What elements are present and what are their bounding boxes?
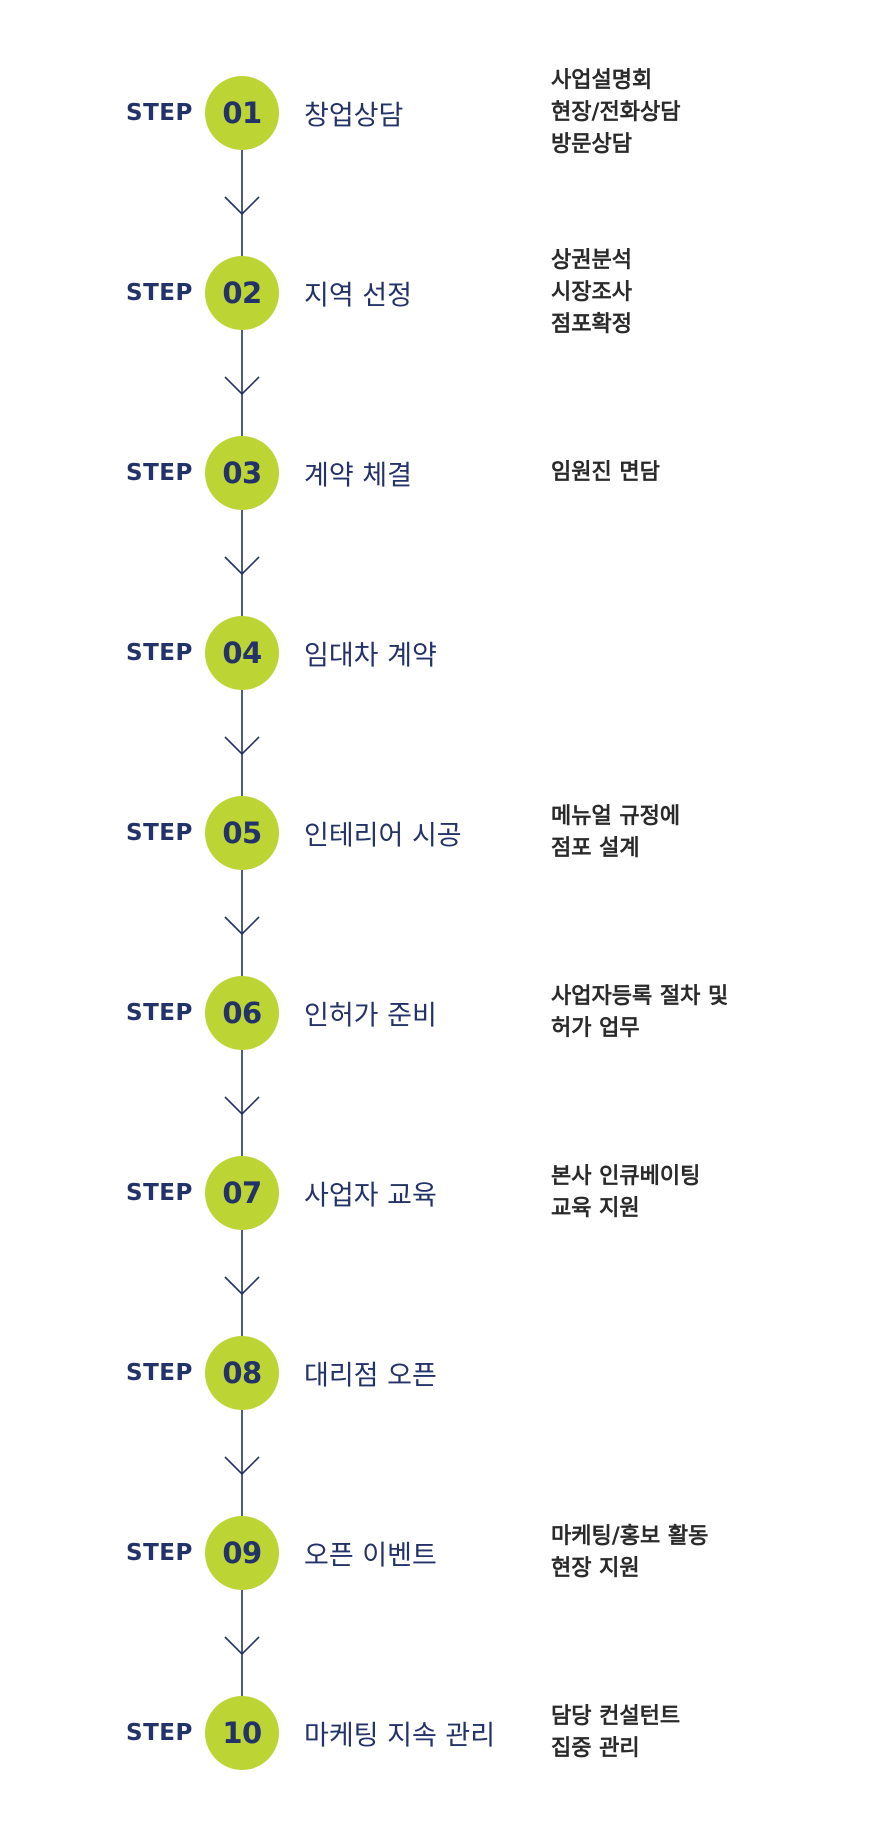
step-detail-line: 방문상담: [551, 132, 632, 157]
step-detail-line: 본사 인큐베이팅: [551, 1164, 701, 1189]
step-row: STEP 04 임대차 계약: [0, 615, 872, 691]
step-detail-line: 임원진 면담: [551, 460, 660, 485]
step-detail-line: 시장조사: [551, 280, 632, 305]
step-details: 임원진 면담: [551, 457, 660, 489]
step-detail-line: 허가 업무: [551, 1016, 640, 1041]
step-detail-line: 사업설명회: [551, 68, 653, 93]
step-title: 계약 체결: [304, 460, 412, 492]
step-detail-line: 점포 설계: [551, 836, 640, 861]
step-title: 마케팅 지속 관리: [304, 1720, 496, 1752]
step-detail-line: 마케팅/홍보 활동: [551, 1524, 709, 1549]
step-title: 인허가 준비: [304, 1000, 437, 1032]
step-label: STEP: [126, 1360, 193, 1386]
step-number-badge: 09: [205, 1516, 279, 1590]
step-number-badge: 02: [205, 256, 279, 330]
step-number-badge: 10: [205, 1696, 279, 1770]
step-number: 01: [222, 96, 262, 130]
step-detail-line: 집중 관리: [551, 1736, 640, 1761]
step-title: 지역 선정: [304, 280, 412, 312]
step-number: 04: [222, 636, 262, 670]
step-label: STEP: [126, 460, 193, 486]
chevron-down-icon: [224, 376, 260, 396]
step-detail-line: 교육 지원: [551, 1196, 640, 1221]
step-title: 대리점 오픈: [304, 1360, 437, 1392]
step-number: 07: [222, 1176, 262, 1210]
step-label: STEP: [126, 1540, 193, 1566]
step-detail-line: 상권분석: [551, 248, 632, 273]
step-title: 인테리어 시공: [304, 820, 462, 852]
step-number-badge: 07: [205, 1156, 279, 1230]
step-number: 02: [222, 276, 262, 310]
step-title: 임대차 계약: [304, 640, 437, 672]
step-number: 05: [222, 816, 262, 850]
step-label: STEP: [126, 1720, 193, 1746]
chevron-down-icon: [224, 556, 260, 576]
step-detail-line: 점포확정: [551, 312, 632, 337]
step-title: 창업상담: [304, 100, 404, 132]
step-number: 06: [222, 996, 262, 1030]
step-row: STEP 03 계약 체결 임원진 면담: [0, 435, 872, 511]
step-number: 10: [222, 1716, 262, 1750]
chevron-down-icon: [224, 196, 260, 216]
step-label: STEP: [126, 640, 193, 666]
chevron-down-icon: [224, 916, 260, 936]
chevron-down-icon: [224, 1096, 260, 1116]
step-detail-line: 메뉴얼 규정에: [551, 804, 681, 829]
step-label: STEP: [126, 820, 193, 846]
step-number-badge: 06: [205, 976, 279, 1050]
step-label: STEP: [126, 100, 193, 126]
step-number: 08: [222, 1356, 262, 1390]
step-row: STEP 08 대리점 오픈: [0, 1335, 872, 1411]
step-number-badge: 08: [205, 1336, 279, 1410]
step-title: 사업자 교육: [304, 1180, 437, 1212]
chevron-down-icon: [224, 1636, 260, 1656]
step-label: STEP: [126, 1180, 193, 1206]
step-detail-line: 현장 지원: [551, 1556, 640, 1581]
step-number-badge: 04: [205, 616, 279, 690]
step-number: 03: [222, 456, 262, 490]
chevron-down-icon: [224, 1276, 260, 1296]
chevron-down-icon: [224, 736, 260, 756]
step-label: STEP: [126, 280, 193, 306]
step-detail-line: 현장/전화상담: [551, 100, 681, 125]
step-detail-line: 사업자등록 절차 및: [551, 984, 729, 1009]
step-number-badge: 05: [205, 796, 279, 870]
step-number-badge: 01: [205, 76, 279, 150]
chevron-down-icon: [224, 1456, 260, 1476]
step-number-badge: 03: [205, 436, 279, 510]
step-detail-line: 담당 컨설턴트: [551, 1704, 681, 1729]
step-label: STEP: [126, 1000, 193, 1026]
step-number: 09: [222, 1536, 262, 1570]
step-title: 오픈 이벤트: [304, 1540, 437, 1572]
